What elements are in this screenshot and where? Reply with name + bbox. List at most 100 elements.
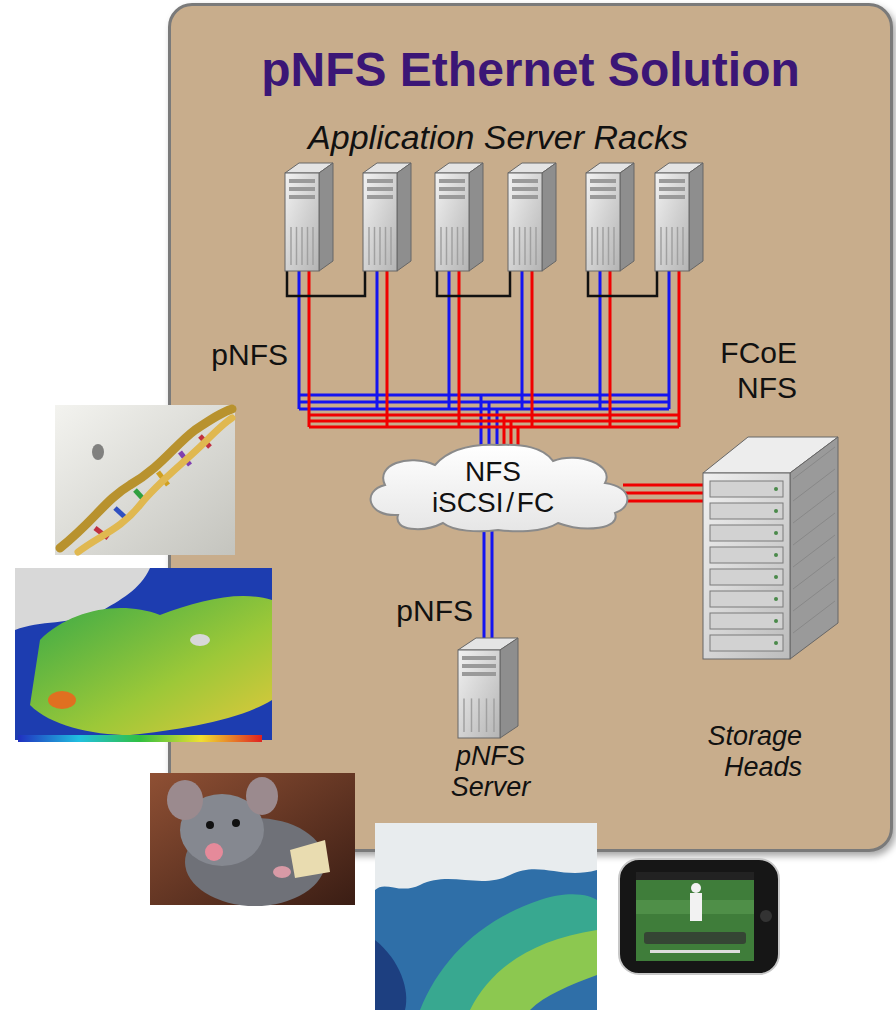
server-icon: [457, 227, 459, 265]
server-icon: [613, 227, 615, 265]
server-pair-link: [287, 266, 657, 296]
server-icon: [535, 227, 537, 265]
server-icon: [590, 179, 616, 183]
pnfs-server: pNFS Server: [433, 633, 548, 805]
panel-title: pNFS Ethernet Solution: [171, 42, 890, 97]
phone-video: [690, 893, 702, 921]
server-icon: [682, 227, 684, 265]
seafloor-map: [375, 823, 597, 1010]
dna-image: [78, 418, 232, 552]
server-icon: [486, 698, 488, 732]
server-icon: [462, 664, 496, 668]
server-icon: [462, 656, 496, 660]
seafloor-map: [375, 940, 406, 1010]
dna-image: [92, 444, 104, 460]
dna-image: [55, 405, 235, 555]
storage-heads: Storage Heads: [698, 433, 843, 785]
phone-video: [760, 910, 772, 922]
server-icon: [659, 179, 685, 183]
server-icon: [363, 163, 411, 271]
rat-image: [150, 773, 355, 906]
server-icon: [439, 179, 465, 183]
server-icon: [591, 227, 593, 265]
server-icon: [285, 163, 333, 271]
edge-label-box: pNFS: [385, 594, 473, 629]
server-icon: [597, 227, 599, 265]
node-label: Storage Heads: [698, 721, 802, 783]
seafloor-map: [470, 930, 597, 1010]
rat-image: [246, 777, 278, 815]
server-icon: [471, 698, 473, 732]
server-icon: [512, 179, 538, 183]
server-icon: [435, 173, 469, 271]
ocean-model-map: [15, 568, 272, 742]
ocean-model-map: [18, 735, 262, 742]
server-icon: [519, 227, 521, 265]
server-icon: [586, 163, 634, 271]
storage-link: [623, 485, 708, 501]
node-label: Application Server Racks: [273, 118, 723, 157]
server-icon: [435, 163, 483, 271]
seafloor-map: [420, 894, 597, 1010]
phone-video: [644, 932, 746, 944]
seafloor-map: [375, 823, 597, 1010]
dna-image: [55, 405, 235, 555]
server-icon: [462, 672, 496, 676]
server-icon: [530, 227, 532, 265]
storage-rack-icon: [774, 619, 778, 623]
server-icon: [289, 179, 315, 183]
server-icon: [512, 187, 538, 191]
rat-image: [290, 840, 330, 878]
server-icon: [462, 227, 464, 265]
server-icon: [478, 698, 480, 732]
server-icon: [363, 173, 397, 271]
server-icon: [319, 163, 333, 271]
server-icon: [666, 227, 668, 265]
server-icon: [524, 227, 526, 265]
ocean-model-map: [190, 634, 210, 646]
edge-label-box: FCoE NFS: [712, 336, 797, 405]
server-icon: [290, 227, 292, 265]
server-icon: [458, 650, 500, 738]
network-cloud: NFS iSCSI / FC: [353, 443, 633, 533]
server-icon: [451, 227, 453, 265]
server-icon: [660, 227, 662, 265]
server-icon: [659, 195, 685, 199]
storage-rack-icon: [710, 481, 783, 497]
storage-rack-icon: [710, 547, 783, 563]
node-label: NFS iSCSI / FC: [430, 457, 556, 519]
storage-rack-icon: [710, 525, 783, 541]
rat-image: [205, 843, 223, 861]
storage-rack-icon: [710, 503, 783, 519]
edge-label-box: pNFS: [186, 338, 288, 373]
rat-image: [167, 780, 203, 820]
server-icon: [469, 163, 483, 271]
dna-image: [60, 409, 232, 548]
server-icon: [312, 227, 314, 265]
server-icon: [301, 227, 303, 265]
server-icon: [397, 163, 411, 271]
phone-video: [691, 883, 701, 893]
edge-label: pNFS: [186, 338, 288, 373]
server-icon: [439, 195, 465, 199]
server-icon: [512, 195, 538, 199]
server-icon: [513, 227, 515, 265]
server-icon: [289, 195, 315, 199]
server-icon: [508, 163, 556, 271]
pnfs-link: [484, 529, 492, 645]
storage-rack-icon: [774, 531, 778, 535]
server-icon: [655, 173, 689, 271]
server-rack-group: Application Server Racks: [273, 118, 723, 273]
storage-rack-icon: [790, 437, 838, 659]
storage-rack-icon: [710, 591, 783, 607]
ocean-model-map: [30, 596, 272, 735]
storage-rack-icon: [774, 597, 778, 601]
server-icon: [602, 227, 604, 265]
server-icon: [608, 227, 610, 265]
server-icon: [439, 187, 465, 191]
server-icon: [307, 227, 309, 265]
rat-image: [206, 821, 214, 829]
server-icon: [367, 187, 393, 191]
phone-video: [636, 872, 754, 961]
server-icon: [586, 173, 620, 271]
